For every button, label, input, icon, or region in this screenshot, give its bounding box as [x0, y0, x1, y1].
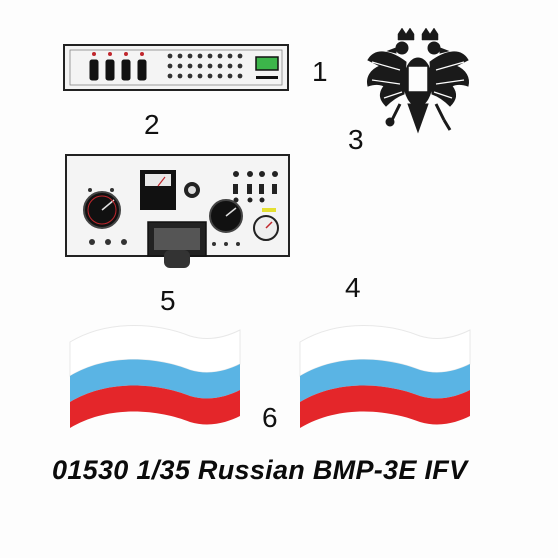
kit-caption: 01530 1/35 Russian BMP-3E IFV	[52, 455, 468, 485]
russian-flag-icon	[299, 325, 471, 428]
russian-flag-icon	[69, 325, 241, 428]
decal-number-6: 6	[262, 402, 278, 433]
decal-number-1: 1	[312, 56, 328, 87]
instrument-panel-icon	[65, 154, 290, 268]
radio-panel-icon	[63, 44, 289, 91]
decal-number-2: 2	[144, 109, 160, 140]
decal-number-4: 4	[345, 272, 361, 303]
decal-number-5: 5	[160, 285, 176, 316]
decal-number-3: 3	[348, 124, 364, 155]
double-headed-eagle-icon	[367, 27, 469, 134]
panel-dot-grid	[167, 53, 243, 79]
